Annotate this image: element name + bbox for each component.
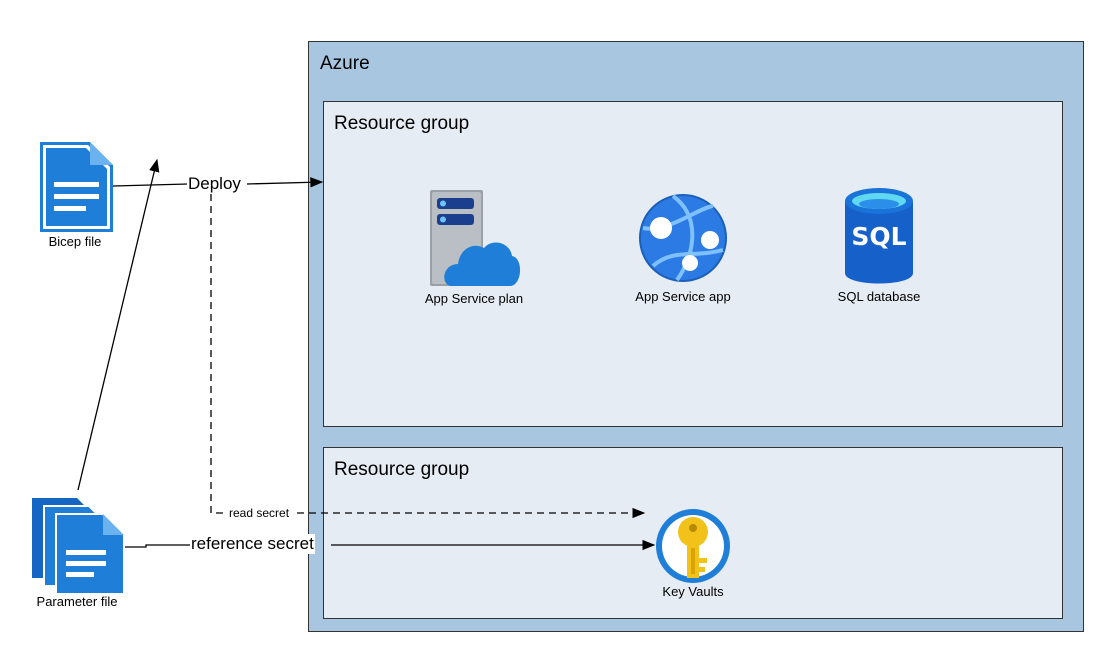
parameter-to-deploy-arrow (77, 158, 160, 491)
azure-title: Azure (320, 53, 370, 74)
read-secret-label: read secret (228, 506, 291, 520)
deploy-label: Deploy (187, 174, 242, 194)
key-vaults-label: Key Vaults (662, 584, 724, 599)
reference-secret-label: reference secret (190, 534, 315, 554)
read-secret-line-vertical (210, 194, 228, 514)
parameter-file-label: Parameter file (36, 594, 118, 609)
resource-group-1-title: Resource group (334, 113, 470, 134)
app-service-plan-label: App Service plan (424, 291, 524, 306)
sql-database-label: SQL database (837, 289, 921, 304)
sql-icon-text: SQL (851, 222, 907, 251)
app-service-app-label: App Service app (635, 289, 731, 304)
bicep-file-label: Bicep file (48, 234, 102, 249)
resource-group-2-title: Resource group (334, 459, 470, 480)
deploy-arrow (246, 177, 324, 188)
reference-secret-line-left (124, 544, 191, 548)
